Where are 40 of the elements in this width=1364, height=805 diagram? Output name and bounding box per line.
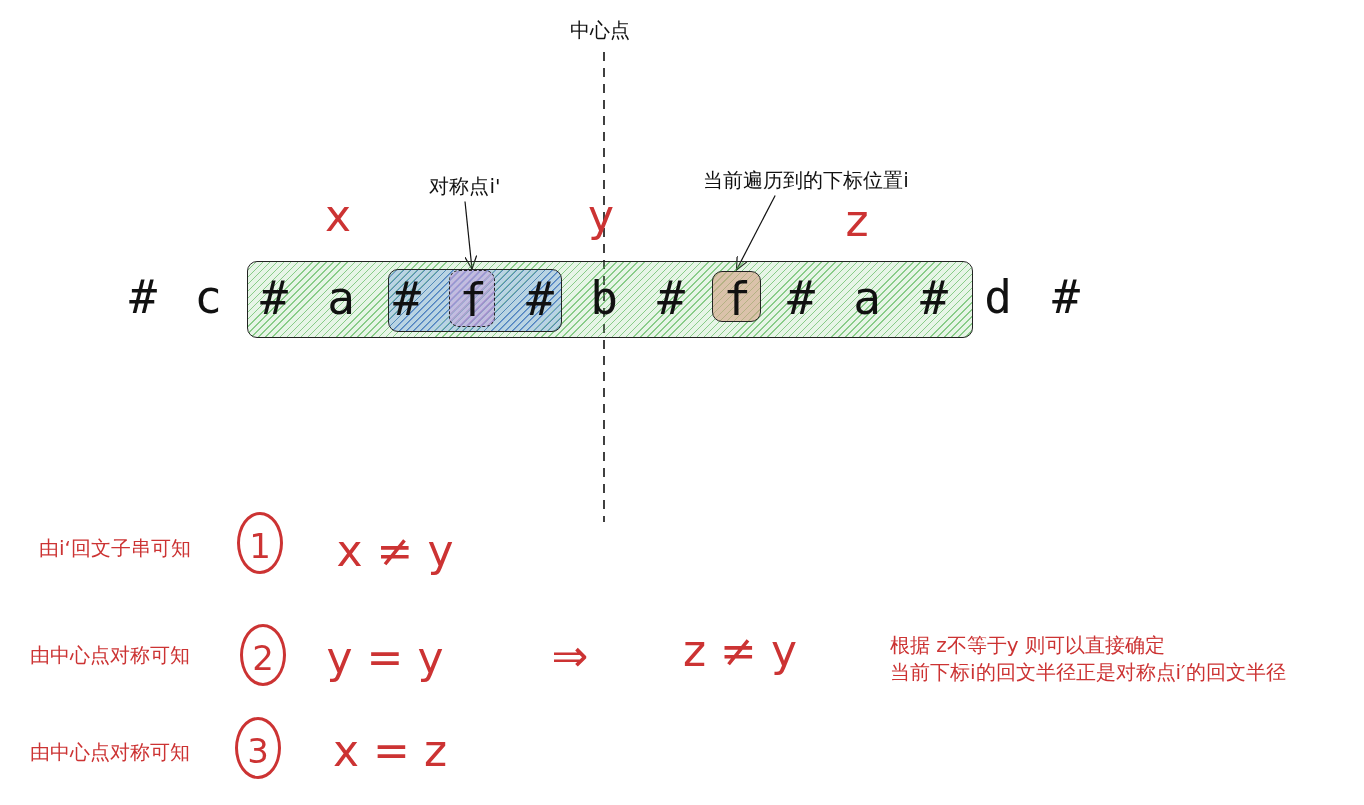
string-char: a — [327, 273, 355, 323]
note-text: 根据 z不等于y 则可以直接确定 — [890, 631, 1166, 659]
string-char: b — [590, 273, 618, 323]
equation-text: z ≠ y — [683, 624, 797, 676]
string-char: # — [526, 274, 554, 324]
string-char: f — [459, 275, 487, 325]
string-char: # — [657, 273, 685, 323]
string-char: c — [194, 270, 222, 324]
dashed-box — [449, 270, 495, 327]
step-number: 2 — [240, 624, 286, 686]
string-char: d — [984, 270, 1012, 324]
equation-text: x ≠ y — [336, 524, 454, 576]
variable-mark: z — [845, 194, 869, 246]
highlight-box — [712, 271, 761, 322]
note-text: 当前下标i的回文半径正是对称点i′的回文半径 — [890, 658, 1286, 686]
string-char: # — [920, 273, 948, 323]
string-char: # — [1052, 270, 1080, 324]
string-char: # — [260, 273, 288, 323]
equation-text: x = z — [333, 724, 447, 776]
string-char: # — [129, 270, 157, 324]
note-text: 由中心点对称可知 — [30, 641, 190, 669]
string-char: # — [787, 273, 815, 323]
arrow — [464, 200, 478, 270]
note-text: 由中心点对称可知 — [30, 738, 190, 766]
note-text: 由i‘回文子串可知 — [39, 534, 191, 562]
highlight-box — [388, 269, 562, 332]
variable-mark: y — [588, 189, 614, 241]
arrow — [735, 194, 776, 271]
heading-text: 中心点 — [570, 16, 630, 44]
implies-sign: ⇒ — [551, 629, 589, 681]
variable-mark: x — [325, 189, 351, 241]
callout-text: 对称点i' — [429, 172, 501, 200]
string-char: f — [723, 274, 751, 324]
step-number: 1 — [237, 512, 283, 574]
callout-text: 当前遍历到的下标位置i — [703, 166, 909, 194]
equation-text: y = y — [326, 631, 444, 683]
string-char: a — [853, 273, 881, 323]
highlight-box — [247, 261, 973, 338]
string-char: # — [393, 274, 421, 324]
step-number: 3 — [235, 717, 281, 779]
